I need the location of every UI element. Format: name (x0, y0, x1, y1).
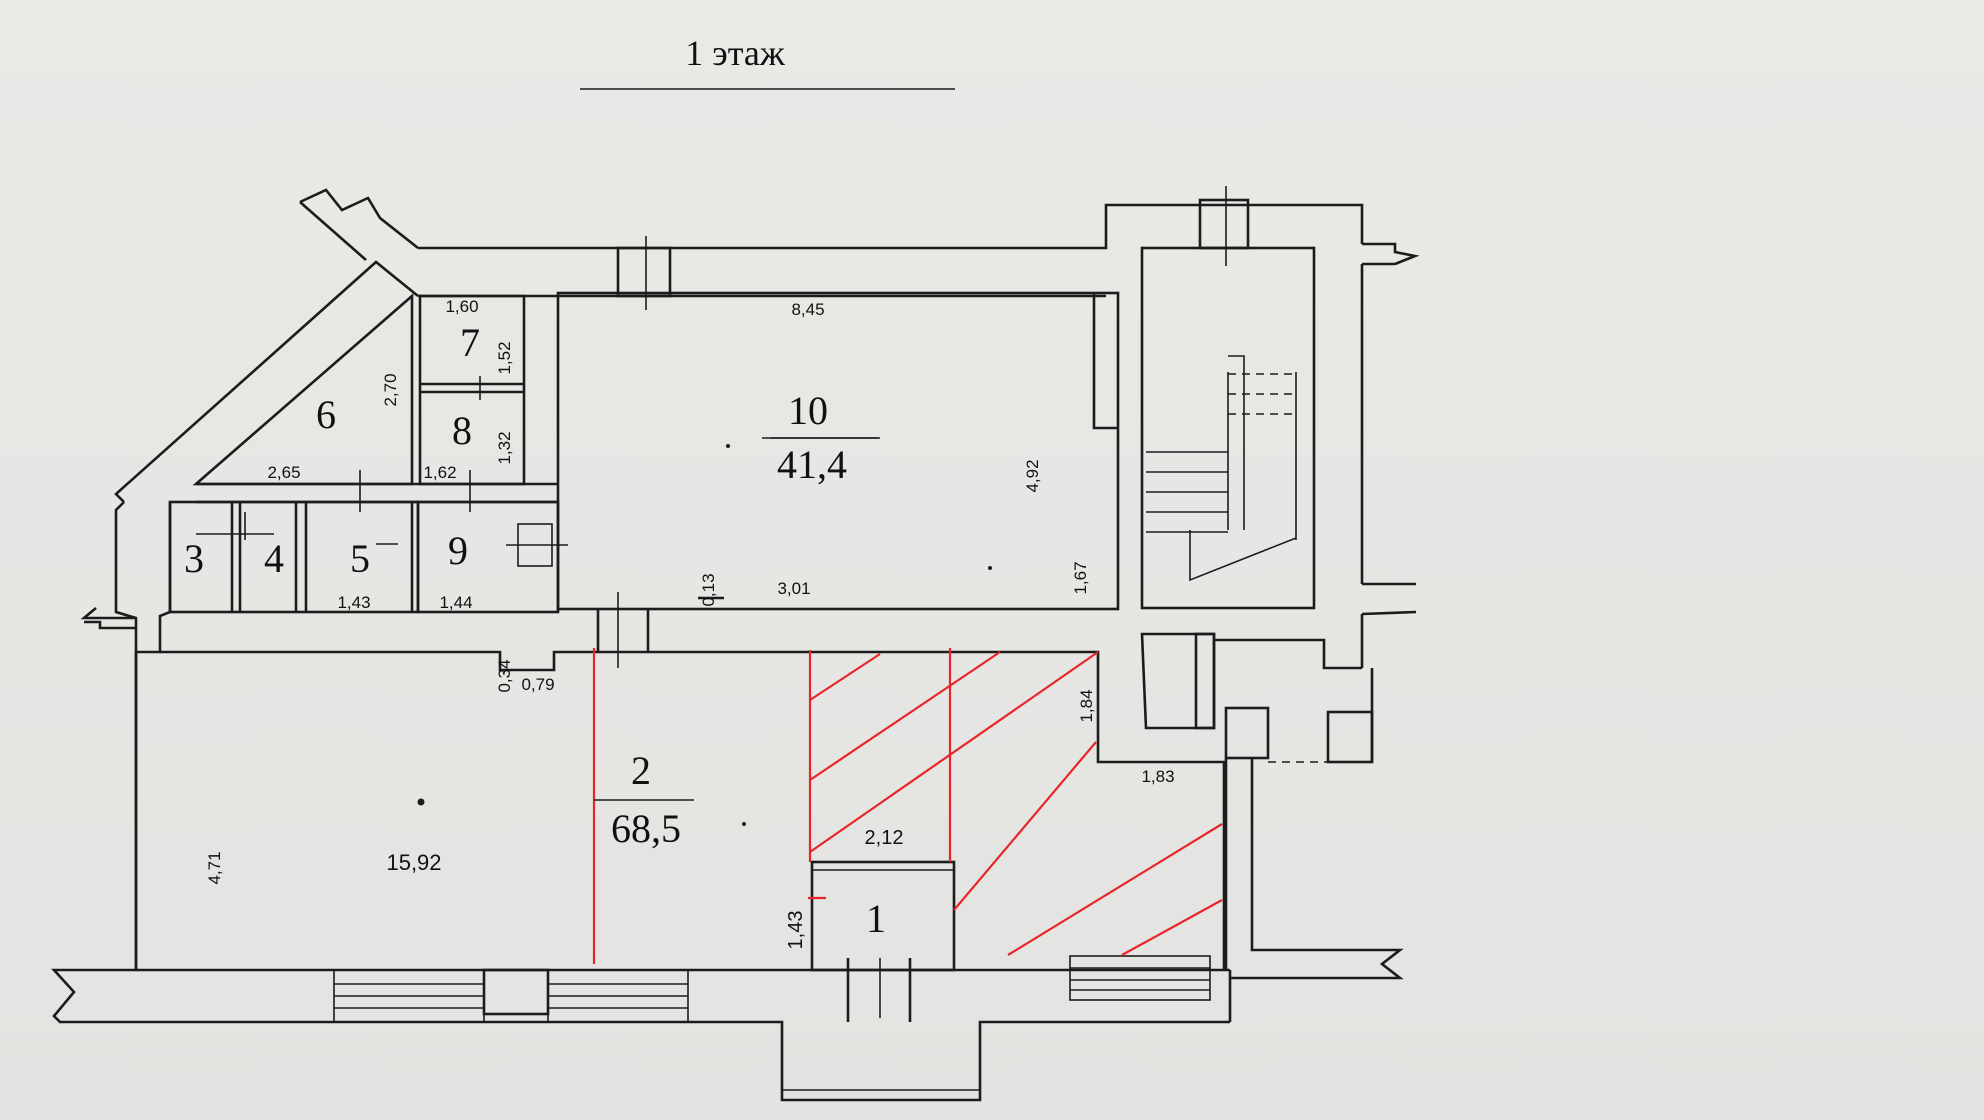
room-8-label: 8 (452, 408, 472, 453)
dim-room2-height: 4,71 (205, 851, 224, 884)
dim-niche-depth: 0,34 (495, 659, 514, 692)
room-5-label: 5 (350, 536, 370, 581)
staircase (1140, 186, 1404, 980)
red-hatching (592, 648, 1223, 964)
dim-room10-side: 1,67 (1071, 561, 1090, 594)
dim-room6-width: 2,65 (267, 463, 300, 482)
dim-corner-width: 1,83 (1141, 767, 1174, 786)
room-3-label: 3 (184, 536, 204, 581)
room-9-label: 9 (448, 528, 468, 573)
dim-room10-height: 4,92 (1023, 459, 1042, 492)
dim-room10-step: 0,13 (699, 573, 718, 606)
room-7-label: 7 (460, 320, 480, 365)
dim-room1-height: 1,43 (785, 911, 807, 950)
dim-room7-height: 1,52 (495, 341, 514, 374)
dim-room9-width: 1,44 (439, 593, 472, 612)
dim-corner-height: 1,84 (1077, 689, 1096, 722)
room-1-label: 1 (866, 896, 886, 941)
dim-room7-width: 1,60 (445, 297, 478, 316)
outer-walls (51, 188, 1420, 1102)
floor-title: 1 этаж (685, 33, 786, 73)
dim-room6-height: 2,70 (381, 373, 400, 406)
small-rooms-walls (168, 293, 568, 614)
dim-room10-bottom: 3,01 (777, 579, 810, 598)
room-6-label: 6 (316, 392, 336, 437)
room-labels: 1 2 68,5 3 4 5 6 7 8 9 10 41,4 (184, 320, 886, 941)
scan-dots (417, 444, 992, 826)
dim-room1-width: 2,12 (865, 827, 904, 849)
room-10-label: 10 (788, 388, 828, 433)
dim-room5-width: 1,43 (337, 593, 370, 612)
room-10-area: 41,4 (777, 442, 847, 487)
dim-room8-width: 1,62 (423, 463, 456, 482)
dim-niche-width: 0,79 (521, 675, 554, 694)
room-2-walls (160, 236, 1226, 1091)
dim-room2-width: 15,92 (386, 850, 441, 875)
dimension-labels: 1,60 1,52 2,70 1,32 2,65 1,62 8,45 4,92 … (205, 297, 1175, 949)
room-2-area: 68,5 (611, 806, 681, 851)
room-4-label: 4 (264, 536, 284, 581)
dim-room8-height: 1,32 (495, 431, 514, 464)
room-2-label: 2 (631, 748, 651, 793)
dim-room10-width: 8,45 (791, 300, 824, 319)
